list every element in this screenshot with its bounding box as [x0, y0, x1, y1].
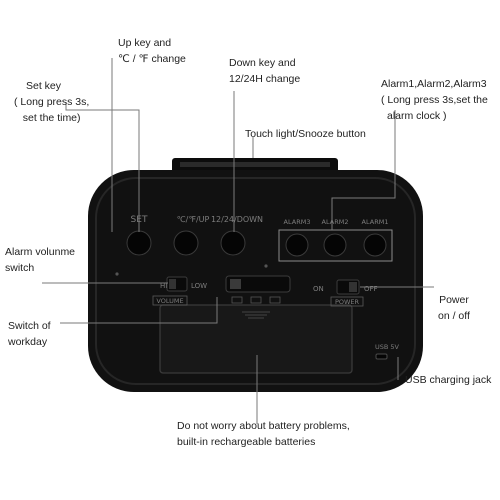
workday-switch[interactable] — [225, 275, 291, 293]
callout-volume-line-2: switch — [5, 262, 35, 274]
callout-volume-line-1: Alarm volunme — [5, 246, 76, 258]
callout-alarms-line-1: Alarm1,Alarm2,Alarm3 — [381, 78, 487, 90]
set-button[interactable] — [126, 230, 152, 256]
callout-set-key-line-2: ( Long press 3s, — [14, 96, 90, 108]
power-label-box — [330, 296, 364, 307]
alarm3-button[interactable] — [285, 233, 309, 257]
leader-alarms — [331, 110, 396, 230]
callout-up-key: Up key and ℃ / ℉ change — [118, 35, 186, 67]
callout-set-key-line-1: Set key — [26, 80, 62, 92]
alarm1-label: ALARM1 — [362, 218, 389, 226]
callout-down-key: Down key and 12/24H change — [229, 55, 300, 87]
callout-set-key: Set key ( Long press 3s, set the time) — [14, 78, 89, 126]
callout-set-key-line-3: set the time) — [22, 112, 81, 124]
callout-battery-line-2: built-in rechargeable batteries — [177, 436, 316, 448]
touch-bar-highlight — [180, 162, 330, 167]
callout-up-key-line-1: Up key and — [118, 37, 172, 49]
callout-workday: Switch of workday — [8, 318, 51, 350]
callout-power: Power on / off — [438, 292, 470, 324]
microphone-hole — [115, 272, 119, 276]
workday-mark-2 — [250, 296, 262, 304]
callout-workday-line-1: Switch of — [8, 320, 51, 332]
alarm3-label: ALARM3 — [284, 218, 311, 226]
callout-power-line-1: Power — [439, 294, 469, 306]
volume-label-box — [152, 295, 188, 306]
callout-battery-line-1: Do not worry about battery problems, — [177, 420, 350, 432]
power-switch-knob[interactable] — [349, 282, 357, 292]
callout-alarms: Alarm1,Alarm2,Alarm3 ( Long press 3s,set… — [381, 76, 488, 124]
temp-up-key-label: ℃/℉/UP — [177, 215, 210, 224]
power-on-label: ON — [313, 285, 324, 293]
alarm2-label: ALARM2 — [322, 218, 349, 226]
up-button[interactable] — [173, 230, 199, 256]
callout-battery: Do not worry about battery problems, bui… — [177, 418, 350, 450]
usb-port[interactable] — [375, 353, 388, 360]
volume-low-label: LOW — [191, 282, 207, 290]
callout-down-key-line-1: Down key and — [229, 57, 296, 69]
power-label: POWER — [335, 298, 360, 306]
battery-cover — [159, 304, 353, 374]
alarm-buttons-frame — [278, 229, 393, 262]
callout-volume: Alarm volunme switch — [5, 244, 75, 276]
workday-mark-1 — [231, 296, 243, 304]
alarm2-button[interactable] — [323, 233, 347, 257]
volume-label: VOLUME — [156, 297, 183, 305]
leader-lines — [42, 58, 434, 424]
callout-down-key-line-2: 12/24H change — [229, 73, 301, 85]
leader-workday — [60, 297, 218, 324]
down-button[interactable] — [220, 230, 246, 256]
mode-down-key-label: 12/24/DOWN — [211, 215, 263, 224]
leader-set-key — [65, 102, 140, 232]
callout-power-line-2: on / off — [438, 310, 470, 322]
workday-switch-knob[interactable] — [230, 279, 241, 289]
workday-mark-3 — [269, 296, 281, 304]
alarm1-button[interactable] — [363, 233, 387, 257]
callout-workday-line-2: workday — [8, 336, 48, 348]
callout-touch: Touch light/Snooze button — [245, 128, 366, 140]
callout-usb: USB charging jack — [405, 374, 492, 386]
callout-alarms-line-2: ( Long press 3s,set the — [381, 94, 488, 106]
sensor-hole — [264, 264, 268, 268]
volume-switch-knob[interactable] — [169, 279, 176, 289]
power-off-label: OFF — [364, 285, 378, 293]
callout-alarms-line-3: alarm clock ) — [387, 110, 447, 122]
callout-up-key-line-2: ℃ / ℉ change — [118, 53, 186, 65]
clock-body-edge — [95, 177, 416, 385]
usb-label: USB 5V — [375, 343, 400, 351]
